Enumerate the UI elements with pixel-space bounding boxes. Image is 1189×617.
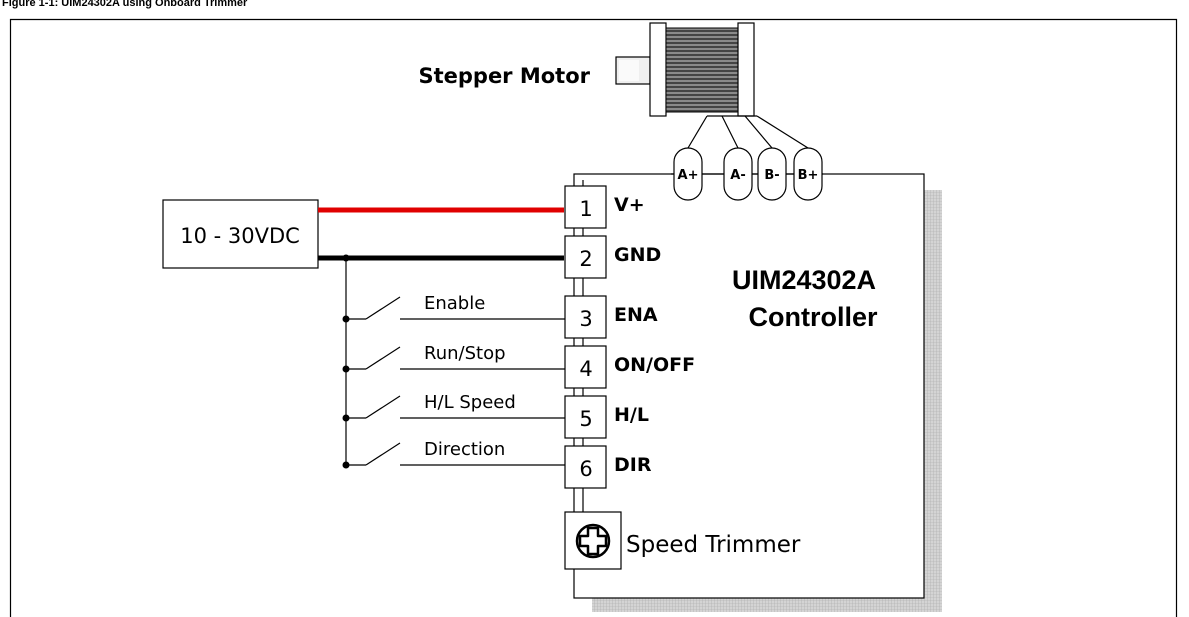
figure-caption: Figure 1-1: UIM24302A using Onboard Trim… [2, 0, 248, 9]
switch-junction [342, 365, 350, 373]
phase-connector: A- [723, 147, 753, 201]
terminal-number: 6 [579, 457, 592, 481]
terminal-strip: 1 V+ 2 GND 3 ENA 4 ON/OFF 5 H/L 6 DIR [564, 180, 695, 512]
switch-label: Direction [424, 439, 505, 460]
figure-frame [9, 18, 1178, 617]
power-supply [162, 199, 319, 269]
motor-leads [687, 115, 809, 149]
controller-name-line1: UIM24302A [732, 265, 876, 295]
terminal-1: 1 V+ [564, 185, 645, 229]
terminal-2: 2 GND [564, 235, 661, 279]
terminal-label: ON/OFF [614, 354, 695, 376]
terminal-label: DIR [614, 454, 652, 476]
ground-junction [342, 254, 350, 262]
phase-label: A+ [678, 168, 699, 183]
motor-label: Stepper Motor [418, 64, 590, 88]
switch-junction [342, 315, 350, 323]
terminal-number: 2 [579, 247, 592, 271]
power-supply-label: 10 - 30VDC [180, 224, 300, 248]
switch-2: Run/Stop [342, 343, 565, 373]
terminal-number: 1 [579, 197, 592, 221]
terminal-label: V+ [614, 194, 645, 216]
terminal-number: 4 [579, 357, 592, 381]
switch-3: H/L Speed [342, 392, 565, 422]
terminal-6: 6 DIR [564, 445, 652, 489]
terminal-label: GND [614, 244, 661, 266]
speed-trimmer-label: Speed Trimmer [626, 532, 801, 558]
stepper-motor [615, 22, 755, 117]
terminal-3: 3 ENA [564, 295, 658, 339]
motor-phase-connectors: A+ A- B- B+ [671, 147, 823, 201]
phase-label: A- [730, 168, 745, 183]
trimmer-adjust-icon [578, 526, 608, 556]
phase-connector: A+ [673, 147, 703, 201]
terminal-number: 5 [579, 407, 592, 431]
phase-connector: B+ [793, 147, 823, 201]
switch-junction [342, 461, 350, 469]
switch-4: Direction [342, 439, 565, 469]
switch-label: Run/Stop [424, 343, 506, 364]
terminal-number: 3 [579, 307, 592, 331]
phase-label: B- [764, 168, 779, 183]
switch-1: Enable [342, 293, 565, 323]
terminal-5: 5 H/L [564, 395, 649, 439]
terminal-4: 4 ON/OFF [564, 345, 695, 389]
phase-label: B+ [798, 168, 819, 183]
controller-box [573, 173, 942, 612]
switch-junction [342, 414, 350, 422]
controller-name-line2: Controller [748, 302, 877, 332]
switch-label: H/L Speed [424, 392, 516, 413]
terminal-label: ENA [614, 304, 658, 326]
phase-connector: B- [757, 147, 787, 201]
terminal-label: H/L [614, 404, 649, 426]
switch-label: Enable [424, 293, 485, 314]
